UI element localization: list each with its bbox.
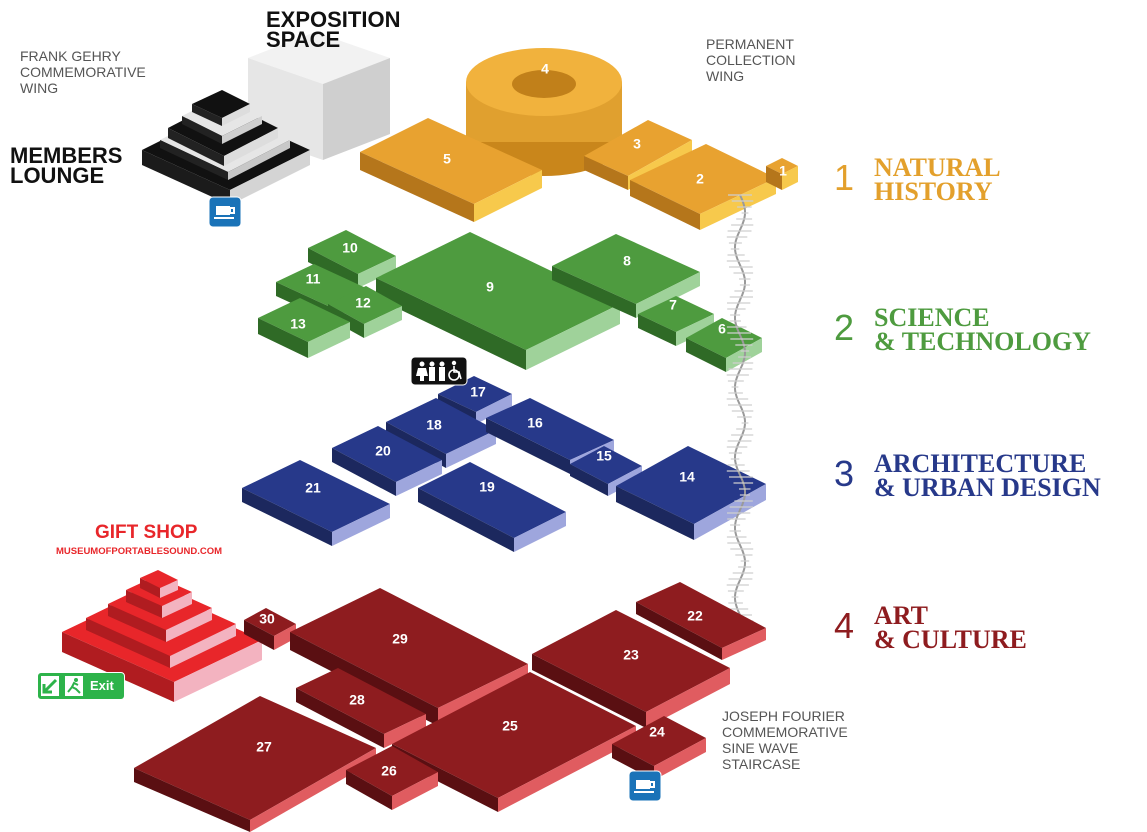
room-25-label: 25 xyxy=(502,718,518,734)
room-13[interactable]: 13 xyxy=(258,298,350,358)
room-6-label: 6 xyxy=(718,321,726,337)
room-21-label: 21 xyxy=(305,480,321,496)
room-26[interactable]: 26 xyxy=(346,746,438,810)
room-3-label: 3 xyxy=(633,136,641,152)
room-24-label: 24 xyxy=(649,724,665,740)
room-29-label: 29 xyxy=(392,631,408,647)
room-2[interactable]: 2 xyxy=(630,144,776,230)
restrooms-accessible-icon[interactable] xyxy=(410,356,468,391)
floor-2-number: 2 xyxy=(834,307,855,348)
room-15-label: 15 xyxy=(596,448,612,464)
floor-3-architecture-urban-design: 17 18 16 20 15 xyxy=(242,376,766,552)
floor-4-art-culture: 30 29 22 23 28 xyxy=(134,582,766,832)
room-10-label: 10 xyxy=(342,240,358,256)
floor-3-name[interactable]: ARCHITECTURE & URBAN DESIGN xyxy=(874,449,1101,502)
room-12-label: 12 xyxy=(355,295,371,311)
room-26-label: 26 xyxy=(381,763,397,779)
room-16-label: 16 xyxy=(527,415,543,431)
room-21[interactable]: 21 xyxy=(242,460,390,546)
room-17-label: 17 xyxy=(470,384,486,400)
room-9[interactable]: 9 xyxy=(376,232,620,370)
room-20-label: 20 xyxy=(375,443,391,459)
coffee-cup-icon[interactable] xyxy=(628,770,662,807)
room-1[interactable]: 1 xyxy=(766,158,798,190)
floor-2-science-technology: 10 9 11 12 13 8 xyxy=(258,230,762,372)
room-10[interactable]: 10 xyxy=(308,230,396,288)
room-28[interactable]: 28 xyxy=(296,668,426,748)
room-2-label: 2 xyxy=(696,171,704,187)
floor-3-number: 3 xyxy=(834,453,855,494)
room-30[interactable]: 30 xyxy=(244,608,296,650)
floor-4-number: 4 xyxy=(834,605,855,646)
floor-2-name[interactable]: SCIENCE & TECHNOLOGY xyxy=(874,303,1091,356)
room-11-label: 11 xyxy=(306,271,321,287)
room-28-label: 28 xyxy=(349,692,365,708)
room-27[interactable]: 27 xyxy=(134,696,376,832)
gift-shop-building[interactable] xyxy=(62,570,262,702)
exit-label: Exit xyxy=(90,678,114,693)
permanent-collection-wing-label: PERMANENT COLLECTION WING xyxy=(706,36,796,84)
room-7[interactable]: 7 xyxy=(638,296,714,346)
room-22[interactable]: 22 xyxy=(636,582,766,660)
members-lounge-building[interactable] xyxy=(142,90,310,205)
room-4-label: 4 xyxy=(541,61,549,77)
gift-shop-label: GIFT SHOP xyxy=(95,522,198,543)
room-20[interactable]: 20 xyxy=(332,426,442,496)
sine-wave-staircase[interactable] xyxy=(726,194,754,628)
floor-1-natural-history: 4 5 3 2 1 xyxy=(360,48,798,230)
room-30-label: 30 xyxy=(259,611,275,627)
room-18-label: 18 xyxy=(426,417,442,433)
room-8-label: 8 xyxy=(623,253,631,269)
floor-1-name[interactable]: NATURAL HISTORY xyxy=(874,153,1001,206)
room-5-label: 5 xyxy=(443,151,451,167)
coffee-cup-icon[interactable] xyxy=(208,196,242,233)
sine-wave-staircase-label: JOSEPH FOURIER COMMEMORATIVE SINE WAVE S… xyxy=(722,708,848,772)
floor-1-number: 1 xyxy=(834,157,855,198)
room-13-label: 13 xyxy=(290,316,306,332)
gift-shop-url-link[interactable]: MUSEUMOFPORTABLESOUND.COM xyxy=(56,546,223,557)
members-lounge-label: MEMBERS LOUNGE xyxy=(10,143,123,188)
room-23[interactable]: 23 xyxy=(532,610,730,728)
room-9-label: 9 xyxy=(486,279,494,295)
emergency-exit-icon[interactable]: Exit xyxy=(37,672,125,700)
room-14[interactable]: 14 xyxy=(616,446,766,540)
room-8[interactable]: 8 xyxy=(552,234,700,318)
exposition-space-label: EXPOSITION SPACE xyxy=(266,7,401,52)
room-5[interactable]: 5 xyxy=(360,118,542,222)
floor-4-name[interactable]: ART & CULTURE xyxy=(874,601,1027,654)
room-22-label: 22 xyxy=(687,608,703,624)
frank-gehry-wing-label: FRANK GEHRY COMMEMORATIVE WING xyxy=(20,48,146,96)
room-19-label: 19 xyxy=(479,479,495,495)
room-27-label: 27 xyxy=(256,739,272,755)
room-1-label: 1 xyxy=(779,163,787,179)
room-23-label: 23 xyxy=(623,647,639,663)
room-19[interactable]: 19 xyxy=(418,462,566,552)
room-7-label: 7 xyxy=(669,297,677,313)
room-14-label: 14 xyxy=(679,469,695,485)
